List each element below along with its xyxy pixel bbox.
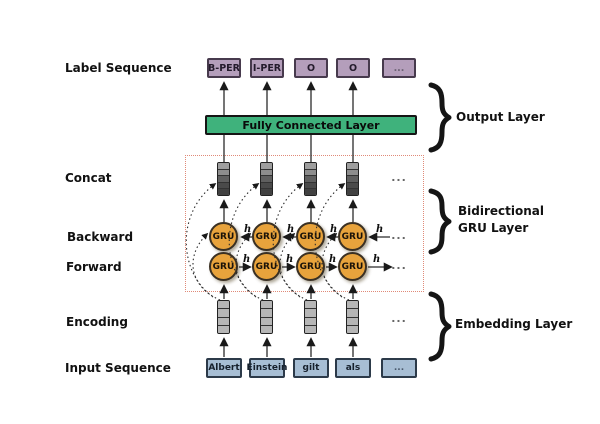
forward-row-ellipsis: ... <box>391 259 407 272</box>
hidden-state-label: h <box>243 254 251 265</box>
concat-vector-4 <box>346 162 359 196</box>
gru-backward-3: GRU <box>296 222 325 251</box>
hidden-state-label: h <box>329 254 337 265</box>
encoding-vector-3 <box>304 300 317 334</box>
concat-vector-3 <box>304 162 317 196</box>
concat-row-ellipsis: ... <box>391 171 407 184</box>
fully-connected-layer-bar: Fully Connected Layer <box>205 115 417 135</box>
hidden-state-label: h <box>373 254 381 265</box>
row-label-forward: Forward <box>66 260 122 274</box>
gru-forward-1: GRU <box>209 252 238 281</box>
output-layer-label: Output Layer <box>456 110 545 124</box>
concat-vector-2 <box>260 162 273 196</box>
input-box-gilt: gilt <box>293 358 329 378</box>
label-box-b-per: B-PER <box>207 58 241 78</box>
input-box-als: als <box>335 358 371 378</box>
concat-vector-1 <box>217 162 230 196</box>
hidden-state-label: h <box>376 224 384 235</box>
row-label-input-sequence: Input Sequence <box>65 361 171 375</box>
label-box-i-per: I-PER <box>250 58 284 78</box>
label-box-o-2: O <box>336 58 370 78</box>
row-label-concat: Concat <box>65 171 112 185</box>
embedding-layer-label: Embedding Layer <box>455 317 573 331</box>
label-box-o-1: O <box>294 58 328 78</box>
gru-forward-2: GRU <box>252 252 281 281</box>
row-label-label-sequence: Label Sequence <box>65 61 172 75</box>
embedding-layer-brace <box>428 291 452 362</box>
input-box-einstein: Einstein <box>247 358 287 378</box>
gru-backward-1: GRU <box>209 222 238 251</box>
fc-to-labels-arrows <box>219 81 358 115</box>
backward-row-ellipsis: ... <box>391 229 407 242</box>
gru-backward-2: GRU <box>252 222 281 251</box>
row-label-backward: Backward <box>67 230 134 244</box>
hidden-state-label: h <box>244 224 252 235</box>
gru-forward-4: GRU <box>338 252 367 281</box>
bigru-layer-label-line2: GRU Layer <box>458 221 529 235</box>
bigru-layer-brace <box>428 188 452 255</box>
input-box-albert: Albert <box>206 358 242 378</box>
input-to-encoding-arrows <box>219 337 358 357</box>
encoding-vector-2 <box>260 300 273 334</box>
input-box-ellipsis: ... <box>381 358 417 378</box>
encoding-vector-4 <box>346 300 359 334</box>
row-label-encoding: Encoding <box>66 315 128 329</box>
label-box-ellipsis: ... <box>382 58 416 78</box>
output-layer-brace <box>428 82 452 153</box>
hidden-state-label: h <box>286 254 294 265</box>
bigru-layer-label-line1: Bidirectional <box>458 204 544 218</box>
gru-forward-3: GRU <box>296 252 325 281</box>
encoding-vector-1 <box>217 300 230 334</box>
gru-backward-4: GRU <box>338 222 367 251</box>
encoding-row-ellipsis: ... <box>391 312 407 325</box>
hidden-state-label: h <box>330 224 338 235</box>
hidden-state-label: h <box>287 224 295 235</box>
